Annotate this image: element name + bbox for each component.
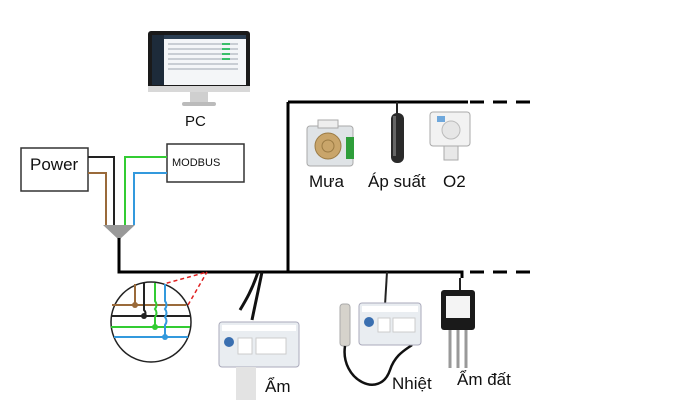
temperature-label: Nhiệt xyxy=(392,374,432,393)
power-wire-black xyxy=(88,156,115,225)
power-label: Power xyxy=(30,155,79,174)
modbus-wire-blue xyxy=(133,172,167,225)
modbus-wire-green xyxy=(124,156,167,225)
cable-junction xyxy=(103,225,135,240)
pressure-sensor-icon xyxy=(391,102,404,163)
soil-moisture-label: Ẩm đất xyxy=(457,370,511,389)
o2-sensor-icon xyxy=(429,111,471,161)
o2-label: O2 xyxy=(443,172,466,191)
modbus-label: MODBUS xyxy=(172,157,221,169)
rain-sensor-icon xyxy=(306,119,354,167)
bus-lines xyxy=(117,100,530,278)
power-box xyxy=(20,147,89,192)
wiring-detail-circle xyxy=(110,271,208,363)
pc-label: PC xyxy=(185,113,206,130)
rain-label: Mưa xyxy=(309,172,344,191)
soil-moisture-sensor-icon xyxy=(441,278,475,368)
humidity-sensor-icon xyxy=(218,271,300,400)
pc-monitor-icon xyxy=(148,31,250,106)
modbus-box xyxy=(166,143,245,183)
pressure-label: Áp suất xyxy=(368,172,426,191)
power-wire-brown xyxy=(88,172,107,225)
humidity-label: Ẩm xyxy=(265,377,291,396)
temperature-sensor-icon xyxy=(339,271,422,386)
